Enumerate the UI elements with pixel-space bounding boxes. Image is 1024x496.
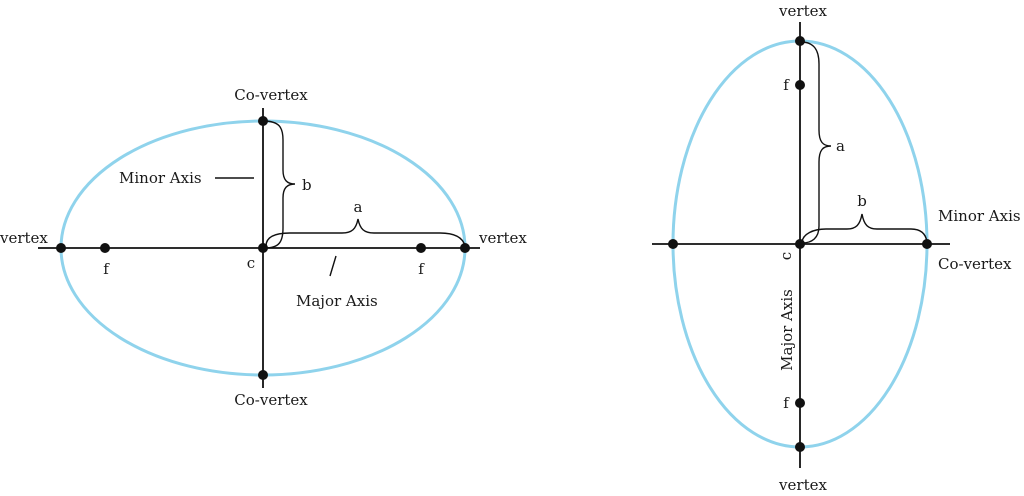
focus-right-point: [416, 243, 426, 253]
center-point-vertical: [795, 239, 805, 249]
focus-bottom-point: [795, 398, 805, 408]
covertex-right-point: [922, 239, 932, 249]
semi-minor-label-vertical: b: [857, 192, 867, 210]
brace-b-vertical: [801, 213, 928, 243]
minor-axis-label-vertical: Minor Axis: [938, 207, 1021, 225]
vertex-left-label: vertex: [0, 229, 48, 247]
major-axis-label-vertical: Major Axis: [778, 289, 796, 371]
vertex-bottom-label: vertex: [778, 476, 827, 494]
vertex-bottom-point: [795, 442, 805, 452]
semi-minor-label: b: [302, 176, 312, 194]
brace-a-vertical: [800, 41, 832, 244]
center-label-vertical: c: [777, 252, 795, 260]
covertex-label-vertical: Co-vertex: [938, 255, 1012, 273]
semi-major-label: a: [354, 198, 363, 216]
vertex-right-label: vertex: [478, 229, 527, 247]
covertex-bottom-point: [258, 370, 268, 380]
center-label: c: [247, 254, 255, 272]
focus-top-label: f: [783, 76, 790, 94]
covertex-top-point: [258, 116, 268, 126]
focus-top-point: [795, 80, 805, 90]
major-axis-label: Major Axis: [296, 292, 378, 310]
covertex-top-label: Co-vertex: [234, 86, 308, 104]
vertex-right-point: [460, 243, 470, 253]
brace-b-horizontal: [262, 120, 296, 249]
focus-bottom-label: f: [783, 394, 790, 412]
vertex-top-point: [795, 36, 805, 46]
minor-axis-label: Minor Axis: [119, 169, 202, 187]
semi-major-label-vertical: a: [836, 137, 845, 155]
covertex-left-point: [668, 239, 678, 249]
focus-left-label: f: [103, 260, 110, 278]
covertex-bottom-label: Co-vertex: [234, 391, 308, 409]
center-point: [258, 243, 268, 253]
horizontal-ellipse-figure: vertex vertex Co-vertex Co-vertex f f c …: [0, 86, 527, 409]
vertex-top-label: vertex: [778, 2, 827, 20]
vertical-ellipse-figure: vertex vertex f f c Major Axis Minor Axi…: [652, 2, 1021, 494]
focus-right-label: f: [418, 260, 425, 278]
focus-left-point: [100, 243, 110, 253]
major-axis-leader: [329, 255, 337, 277]
brace-a-horizontal: [265, 218, 466, 247]
vertex-left-point: [56, 243, 66, 253]
